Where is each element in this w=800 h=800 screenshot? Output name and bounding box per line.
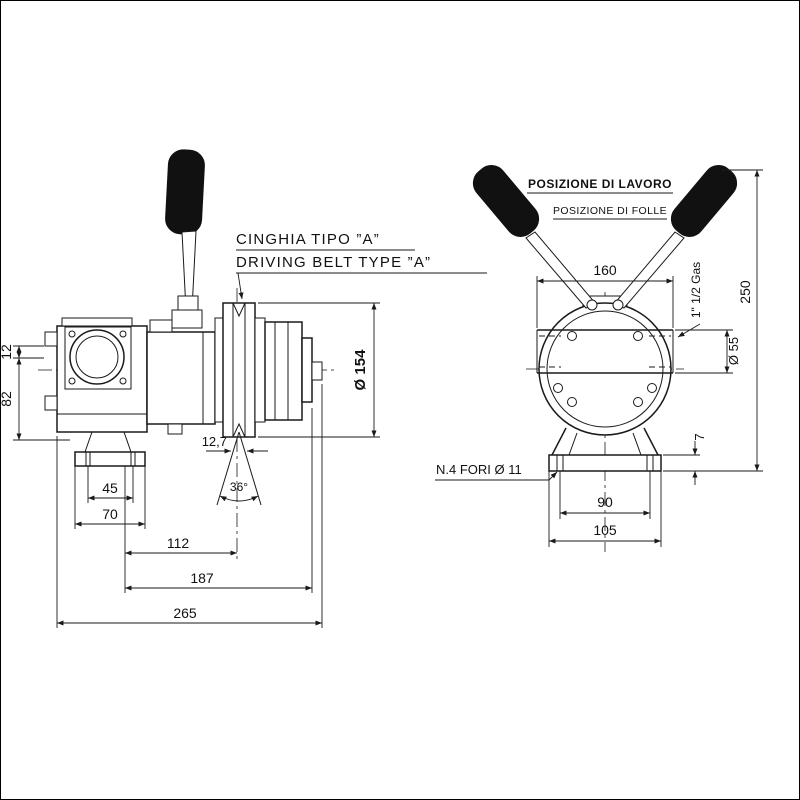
pump-housing-front	[536, 295, 674, 436]
dim-text-160: 160	[593, 262, 617, 278]
dim-text-7: 7	[692, 433, 707, 440]
bearing-housing	[146, 319, 216, 435]
side-view: CINGHIA TIPO ”A” DRIVING BELT TYPE ”A” 1…	[0, 149, 487, 628]
drum-front-plate	[301, 337, 313, 403]
belt-label-line1: CINGHIA TIPO ”A”	[236, 231, 380, 248]
base-leg-inner	[632, 432, 642, 456]
thread-leader	[677, 323, 701, 338]
dim-text-82: 82	[0, 391, 14, 407]
dim-text-36: 36°	[230, 480, 248, 494]
position-neutral-label: POSIZIONE DI FOLLE	[553, 205, 667, 217]
flange-bolt-hole	[633, 397, 643, 407]
holes-note: N.4 FORI Ø 11	[435, 462, 558, 481]
drum-outline	[264, 321, 303, 421]
flange-bolt-hole	[647, 383, 657, 393]
port-bolt	[119, 377, 127, 385]
right-lever-grip	[670, 165, 738, 237]
left-lever-grip	[472, 165, 540, 237]
dim-text-265: 265	[173, 605, 197, 621]
thread-callout: 1" 1/2 Gas	[677, 262, 703, 338]
dim-text-112: 112	[167, 535, 190, 551]
shaft-stub	[311, 361, 323, 381]
dim-90-105: 90 105	[548, 471, 662, 547]
base-plate	[548, 454, 662, 472]
pulley-outline	[222, 302, 256, 438]
dim-7: 7	[663, 433, 707, 485]
pulley-front-hub	[254, 317, 266, 423]
dim-text-250: 250	[737, 280, 753, 304]
dim-text-90: 90	[597, 494, 613, 510]
port-bolt	[68, 377, 76, 385]
flange-bolt-hole	[567, 397, 577, 407]
housing-outline	[146, 331, 216, 425]
belt-callout: CINGHIA TIPO ”A” DRIVING BELT TYPE ”A”	[236, 231, 487, 300]
groove-notch-bottom	[232, 422, 246, 438]
dim-text-187: 187	[190, 570, 214, 586]
lever-collar	[177, 295, 199, 311]
port-flange	[64, 326, 132, 390]
body-top-flange	[61, 317, 133, 327]
mounting-foot	[74, 431, 146, 467]
port-bolt	[68, 330, 76, 338]
dim-lengths: 112 187 265	[56, 384, 323, 628]
dim-text-70: 70	[102, 506, 118, 522]
foot-leg	[84, 431, 93, 453]
clutch-drum	[264, 321, 323, 421]
side-tab-top	[44, 331, 58, 347]
housing-inner-circle	[546, 310, 664, 428]
side-lever	[165, 149, 205, 329]
groove-angle-line	[216, 431, 240, 506]
drain-plug	[167, 423, 183, 435]
position-work-label: POSIZIONE DI LAVORO	[528, 177, 672, 191]
front-view: POSIZIONE DI LAVORO POSIZIONE DI FOLLE 1…	[435, 165, 763, 552]
groove-angle-arc	[219, 495, 259, 502]
dim-text-12: 12	[0, 344, 14, 360]
lever-pivot	[612, 299, 624, 311]
belt-label-line2: DRIVING BELT TYPE ”A”	[236, 254, 431, 271]
pulley	[214, 302, 266, 438]
front-levers	[472, 165, 738, 311]
base-leg-inner	[568, 432, 578, 456]
pump-base	[548, 427, 662, 472]
dim-text-127: 12,7	[202, 434, 227, 449]
lever-pivot	[586, 299, 598, 311]
belt-leader	[237, 272, 244, 300]
base-leg	[551, 427, 567, 456]
lever-grip	[165, 149, 205, 235]
foot-plate	[74, 451, 146, 467]
port-bolt	[119, 330, 127, 338]
dim-12-82: 12 82	[0, 344, 70, 441]
base-leg	[643, 427, 659, 456]
flange-bolt-hole	[567, 331, 577, 341]
dim-pulley-diameter: Ø 154	[258, 302, 380, 438]
thread-label: 1" 1/2 Gas	[689, 262, 703, 318]
groove-notch-top	[232, 302, 246, 318]
side-tab-bottom	[44, 395, 58, 411]
dim-text-154: Ø 154	[352, 349, 369, 391]
pump-body-block	[44, 317, 148, 433]
holes-note-leader	[548, 471, 558, 481]
dim-belt-groove: 12,7 36°	[202, 431, 268, 506]
housing-outer-circle	[538, 302, 672, 436]
holes-note-label: N.4 FORI Ø 11	[436, 462, 522, 477]
dim-text-45: 45	[102, 480, 118, 496]
flange-bolt-hole	[553, 383, 563, 393]
dim-text-105: 105	[593, 522, 617, 538]
port-inner-circle	[75, 335, 119, 379]
dim-55: Ø 55	[675, 329, 741, 374]
right-lever-shaft	[613, 231, 685, 309]
dim-45-70: 45 70	[74, 466, 146, 529]
flange-bolt-hole	[633, 331, 643, 341]
lever-mount	[171, 309, 203, 329]
left-lever-shaft	[525, 231, 597, 309]
groove-angle-line	[238, 431, 262, 506]
housing-boss	[149, 319, 173, 333]
dim-160: 160	[536, 262, 674, 328]
lever-position-labels: POSIZIONE DI LAVORO POSIZIONE DI FOLLE	[527, 177, 673, 220]
port-outer-circle	[69, 329, 125, 385]
foot-leg	[123, 431, 132, 453]
pulley-hub	[214, 317, 224, 423]
dim-text-55: Ø 55	[726, 337, 741, 365]
